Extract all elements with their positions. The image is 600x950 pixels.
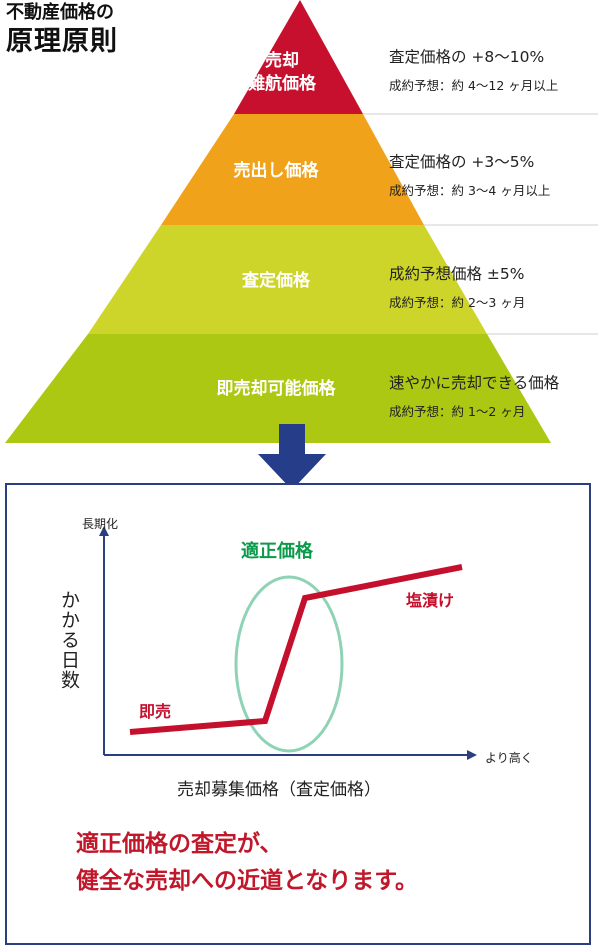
tier-1-label: 売却 難航価格 <box>172 50 392 96</box>
label-stagnant: 塩漬け <box>406 591 454 610</box>
tier-3-shape <box>88 225 487 334</box>
title-line2: 原理原則 <box>6 26 118 57</box>
tier-2-desc-sub: 成約予想：約 3〜4 ヶ月以上 <box>389 183 551 198</box>
tier-4-shape <box>5 334 551 443</box>
price-days-chart: 長期化 より高く 適正価格 即売 塩漬け 売却募集価格（査定価格） <box>82 517 533 800</box>
tier-1-label-line2: 難航価格 <box>248 73 316 94</box>
ellipse-label: 適正価格 <box>241 540 314 562</box>
appropriate-price-ellipse <box>234 575 344 753</box>
explanation-panel: 長期化 より高く 適正価格 即売 塩漬け 売却募集価格（査定価格） <box>5 483 591 945</box>
tier-3-desc-sub: 成約予想：約 2〜3 ヶ月 <box>389 295 526 310</box>
y-axis-label: かかる日数 <box>58 590 80 690</box>
tier-2-label: 売出し価格 <box>233 161 319 181</box>
tier-1-label-line1: 売却 <box>265 51 299 71</box>
y-top-label: 長期化 <box>82 517 118 531</box>
tier-4-desc: 速やかに売却できる価格 成約予想：約 1〜2 ヶ月 <box>389 371 559 420</box>
x-axis-label: 売却募集価格（査定価格） <box>177 780 381 800</box>
tier-3-desc: 成約予想価格 ±5% 成約予想：約 2〜3 ヶ月 <box>389 262 525 311</box>
down-arrow-icon <box>258 424 326 490</box>
tier-1-desc: 査定価格の +8〜10% 成約予想：約 4〜12 ヶ月以上 <box>389 45 558 94</box>
label-quick-sale: 即売 <box>139 702 171 721</box>
tier-3-label: 査定価格 <box>242 271 310 291</box>
conclusion: 適正価格の査定が、 健全な売却への近道となります。 <box>76 826 418 900</box>
price-pyramid <box>5 0 598 443</box>
tier-1-desc-main: 査定価格の +8〜10% <box>389 48 545 66</box>
tier-4-desc-main: 速やかに売却できる価格 <box>389 374 560 392</box>
conclusion-line1: 適正価格の査定が、 <box>76 831 283 857</box>
title-line1: 不動産価格の <box>6 2 114 23</box>
tier-2-desc-main: 査定価格の +3〜5% <box>389 153 535 171</box>
conclusion-line2: 健全な売却への近道となります。 <box>76 867 419 894</box>
tier-4-label: 即売却可能価格 <box>216 379 336 399</box>
page-title: 不動産価格の 原理原則 <box>6 2 118 57</box>
x-axis-arrowhead <box>467 750 477 760</box>
x-end-label: より高く <box>485 750 533 765</box>
tier-1-shape <box>234 0 363 114</box>
tier-4-desc-sub: 成約予想：約 1〜2 ヶ月 <box>389 404 526 419</box>
tier-3-desc-main: 成約予想価格 ±5% <box>389 265 525 283</box>
price-curve <box>129 564 463 735</box>
tier-1-desc-sub: 成約予想：約 4〜12 ヶ月以上 <box>389 78 559 93</box>
tier-2-shape <box>161 114 424 225</box>
y-axis-arrowhead <box>99 526 109 536</box>
tier-2-desc: 査定価格の +3〜5% 成約予想：約 3〜4 ヶ月以上 <box>389 150 550 199</box>
